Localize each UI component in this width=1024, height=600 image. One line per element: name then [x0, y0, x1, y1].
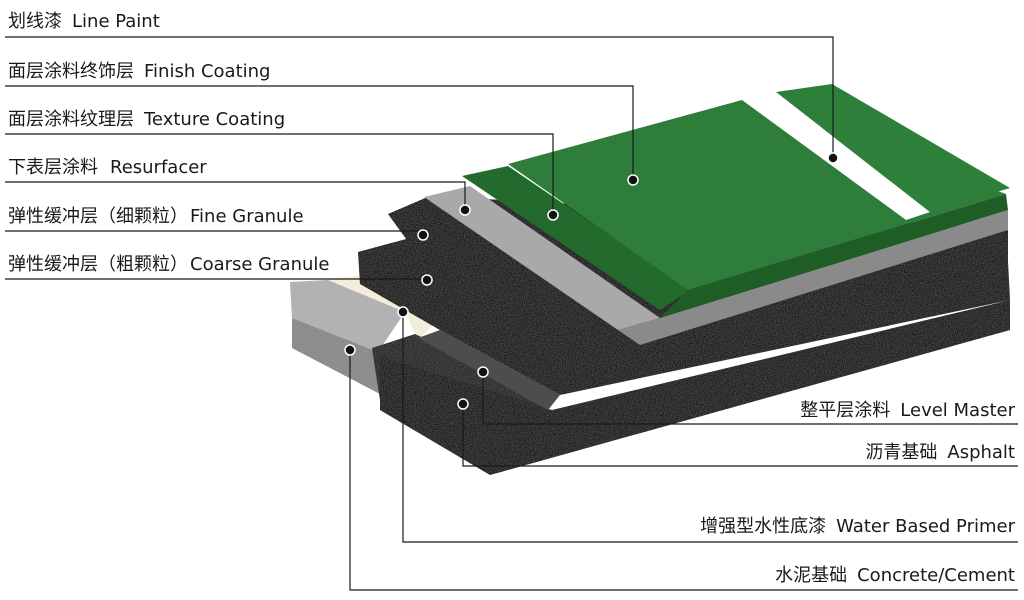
asphalt-layer [372, 300, 1010, 475]
resurfacer-layer [424, 186, 1008, 345]
marker-dots [344, 152, 839, 410]
label-coarse-granule: 弹性缓冲层（粗颗粒）Coarse Granule [8, 254, 329, 275]
concrete-layer [290, 280, 405, 394]
leader-lines [5, 36, 1018, 591]
level-master-layer [418, 330, 560, 410]
texture-coating-layer [462, 166, 690, 310]
label-fine-granule: 弹性缓冲层（细颗粒）Fine Granule [8, 206, 304, 227]
primer-layer [326, 276, 440, 340]
